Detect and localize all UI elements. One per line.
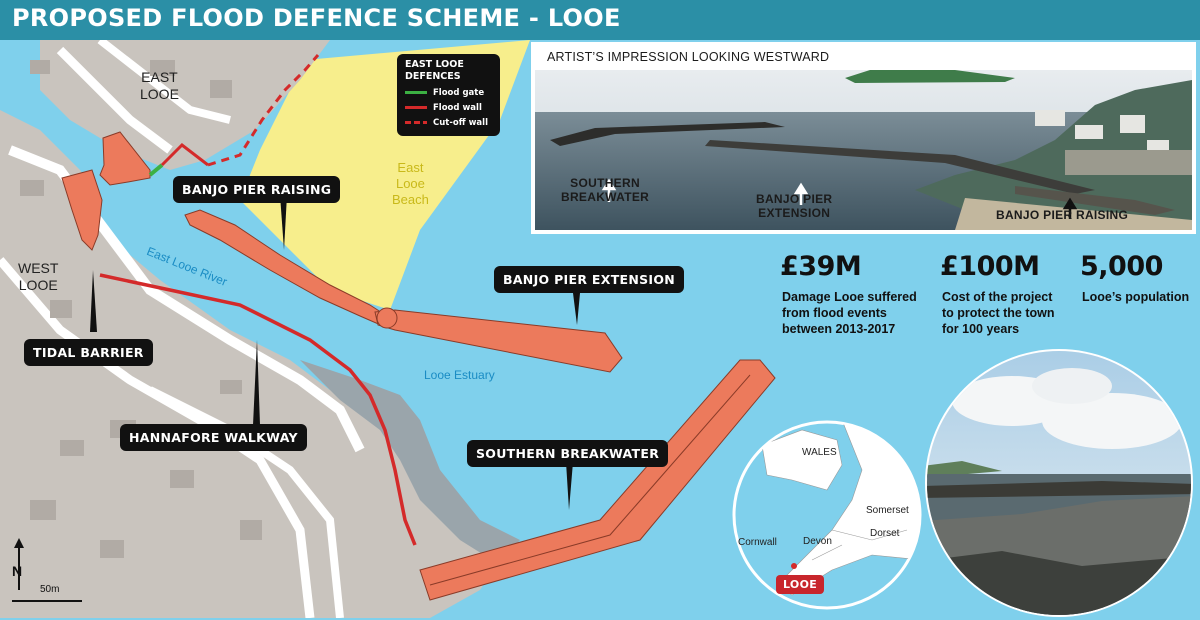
callout-tidal-barrier: TIDAL BARRIER	[24, 339, 153, 366]
flood-gate-line	[148, 163, 164, 177]
road-west-2	[0, 257, 315, 618]
west-looe-land	[0, 110, 500, 618]
road-west-1	[8, 145, 365, 453]
road-west-3	[148, 386, 344, 618]
flood-gate-structure	[99, 131, 151, 186]
impression-banjo-raising	[1015, 186, 1175, 215]
callout-banjo-raising: BANJO PIER RAISING	[173, 176, 341, 203]
hannafore-walkway-line	[99, 273, 417, 546]
road-east-2	[97, 40, 231, 124]
inset-label-devon: Devon	[803, 536, 832, 547]
legend-item-cut-off-wall: Cut-off wall	[405, 118, 488, 128]
legend-item-flood-gate: Flood gate	[405, 88, 484, 98]
callout-southern-breakwater: SOUTHERN BREAKWATER	[467, 440, 669, 467]
stat-population-text: Looe’s population	[1082, 290, 1190, 304]
impression-label-raising: BANJO PIER RAISING	[996, 208, 1129, 222]
looe-marker-label: LOOE	[776, 575, 825, 594]
stat-population-value: 5,000	[1080, 251, 1163, 282]
distant-island	[845, 70, 1015, 83]
callout-hannafore: HANNAFORE WALKWAY	[120, 424, 307, 451]
road-east-1	[56, 46, 173, 154]
stat-cost-value: £100M	[940, 251, 1040, 282]
header-bar: PROPOSED FLOOD DEFENCE SCHEME - LOOE	[0, 0, 1200, 40]
flood-wall-line	[160, 143, 209, 167]
north-arrow	[14, 538, 24, 548]
inset-label-cornwall: Cornwall	[738, 537, 777, 548]
render-circle-image	[925, 349, 1193, 617]
legend-item-flood-wall: Flood wall	[405, 103, 482, 113]
render-breakwater	[927, 481, 1191, 498]
southern-breakwater	[419, 359, 776, 601]
impression-title: ARTIST’S IMPRESSION LOOKING WESTWARD	[547, 50, 830, 64]
stat-damage-value: £39M	[780, 251, 862, 282]
cut-off-wall-line	[207, 54, 320, 167]
impression-southern-breakwater	[550, 122, 785, 146]
impression-banjo-extension	[705, 140, 1095, 194]
north-label: N	[12, 563, 23, 579]
inset-label-somerset: Somerset	[866, 505, 909, 516]
inset-label-wales: WALES	[802, 447, 837, 458]
rocks	[300, 360, 520, 565]
impression-image	[535, 70, 1192, 230]
tidal-barrier-structure	[61, 169, 103, 251]
scale-label: 50m	[40, 584, 60, 595]
estuary-label: Looe Estuary	[424, 368, 495, 382]
callout-banjo-extension: BANJO PIER EXTENSION	[494, 266, 685, 293]
inset-label-dorset: Dorset	[870, 528, 900, 539]
inset-location-map	[732, 420, 922, 610]
artists-impression-panel: ARTIST’S IMPRESSION LOOKING WESTWARD SOU…	[531, 42, 1196, 234]
page-title: PROPOSED FLOOD DEFENCE SCHEME - LOOE	[12, 4, 621, 32]
wales-shape	[761, 429, 843, 491]
